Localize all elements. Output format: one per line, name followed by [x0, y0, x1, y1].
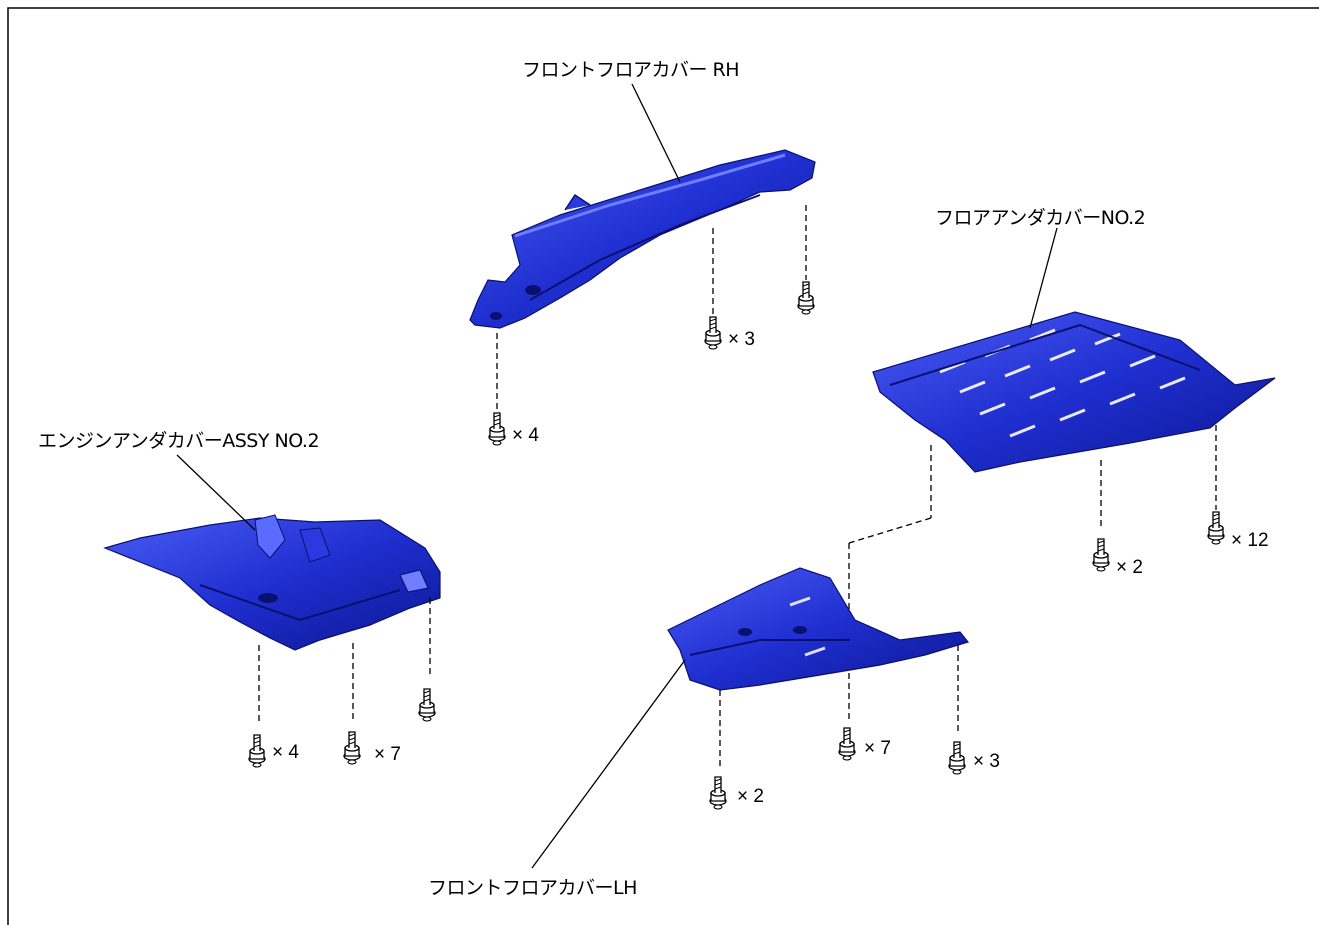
leader-line-lh	[531, 659, 686, 869]
count-no2-left: × 2	[1116, 557, 1143, 578]
count-engine-left: × 4	[272, 742, 299, 763]
label-engine-under-cover-assy-no2: エンジンアンダカバーASSY NO.2	[38, 430, 320, 452]
count-lh-middle: × 7	[864, 738, 891, 759]
label-front-floor-cover-lh: フロントフロアカバーLH	[428, 877, 637, 899]
count-lh-right: × 3	[973, 751, 1000, 772]
label-front-floor-cover-rh: フロントフロアカバー RH	[522, 59, 740, 81]
count-no2-right: × 12	[1231, 530, 1269, 551]
floor-under-cover-no2-part	[872, 311, 1276, 473]
leader-line-no2	[1029, 227, 1058, 329]
leader-line-rh	[631, 83, 681, 183]
count-engine-middle: × 7	[374, 744, 401, 765]
engine-under-cover-assy-no2-part	[103, 514, 441, 651]
front-floor-cover-rh-part	[469, 149, 816, 329]
label-floor-under-cover-no2: フロアアンダカバーNO.2	[935, 207, 1146, 229]
count-rh-front: × 4	[512, 425, 539, 446]
front-floor-cover-lh-part	[667, 567, 970, 691]
count-rh-middle: × 3	[728, 329, 755, 350]
leader-line-engine	[176, 454, 256, 531]
count-lh-left: × 2	[737, 786, 764, 807]
diagram-border	[7, 7, 1319, 925]
